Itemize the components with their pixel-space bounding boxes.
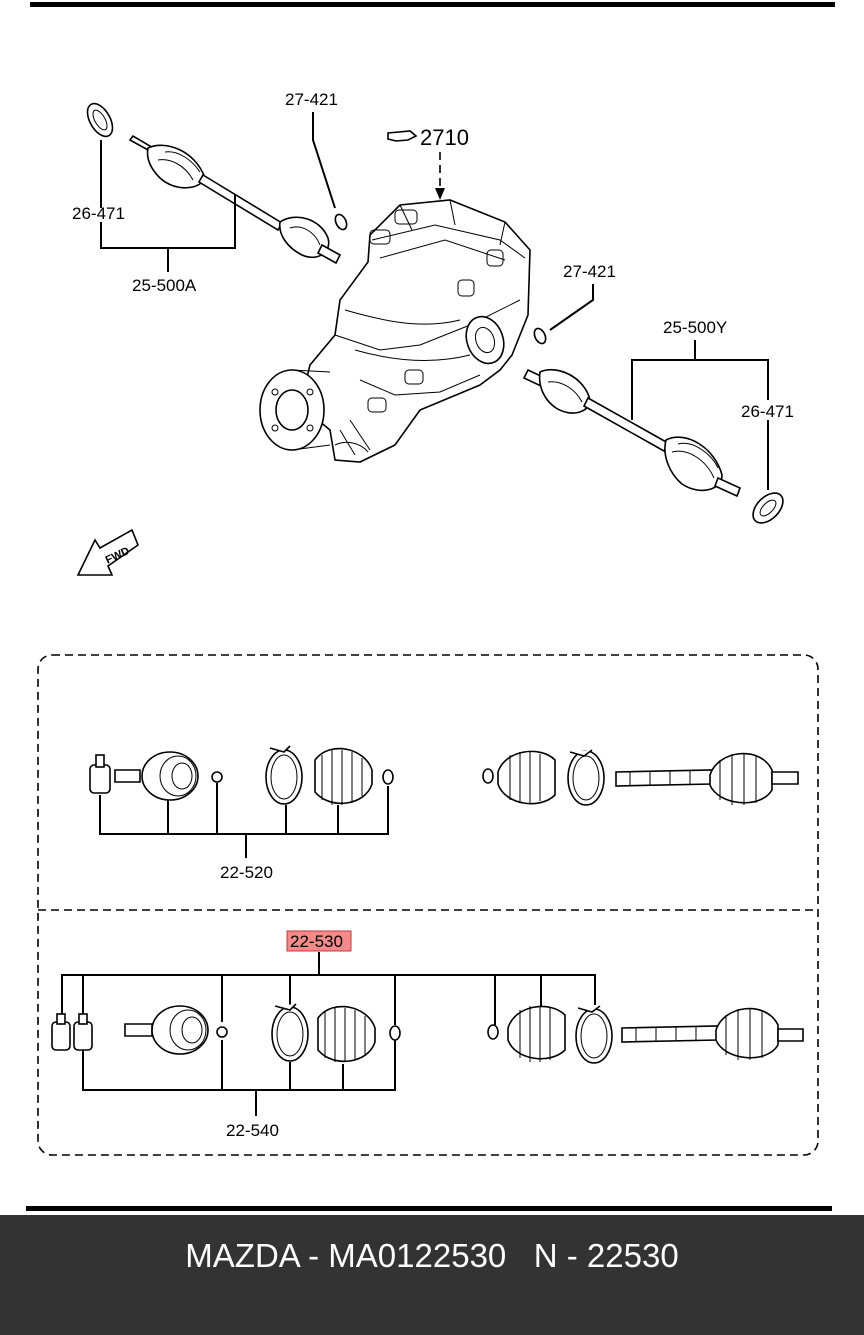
right-drive-shaft <box>522 368 784 524</box>
top-border <box>30 2 835 7</box>
label-27-421-right: 27-421 <box>563 262 616 281</box>
snap-ring-left <box>334 213 348 231</box>
label-2710: 2710 <box>420 125 469 150</box>
pointing-hand-icon <box>387 130 418 142</box>
left-drive-shaft <box>86 102 342 265</box>
label-25-500Y: 25-500Y <box>663 318 727 337</box>
label-27-421-top: 27-421 <box>285 90 338 109</box>
boot-kit-row-2 <box>51 952 804 1116</box>
highlight-22-530 <box>286 930 352 952</box>
bottom-border <box>26 1206 832 1211</box>
label-26-471-left: 26-471 <box>72 204 125 223</box>
label-26-471-right: 26-471 <box>741 402 794 421</box>
snap-ring-right <box>533 327 547 345</box>
label-22-540: 22-540 <box>226 1121 279 1140</box>
label-22-520: 22-520 <box>220 863 273 882</box>
label-25-500A: 25-500A <box>132 276 197 295</box>
kit-outer-box <box>37 654 819 1156</box>
parts-diagram: 27-421 2710 26-471 25-500A 27-421 25-500… <box>26 2 835 1211</box>
label-22-530: 22-530 <box>290 932 343 951</box>
top-leader-lines <box>100 112 769 490</box>
footer-caption: MAZDA - MA0122530 N - 22530 <box>185 1237 679 1274</box>
fwd-arrow-icon: FWD <box>76 528 139 576</box>
boot-kit-row-1 <box>89 745 799 858</box>
differential-housing <box>259 199 531 463</box>
footer-bar: MAZDA - MA0122530 N - 22530 <box>0 1215 864 1335</box>
